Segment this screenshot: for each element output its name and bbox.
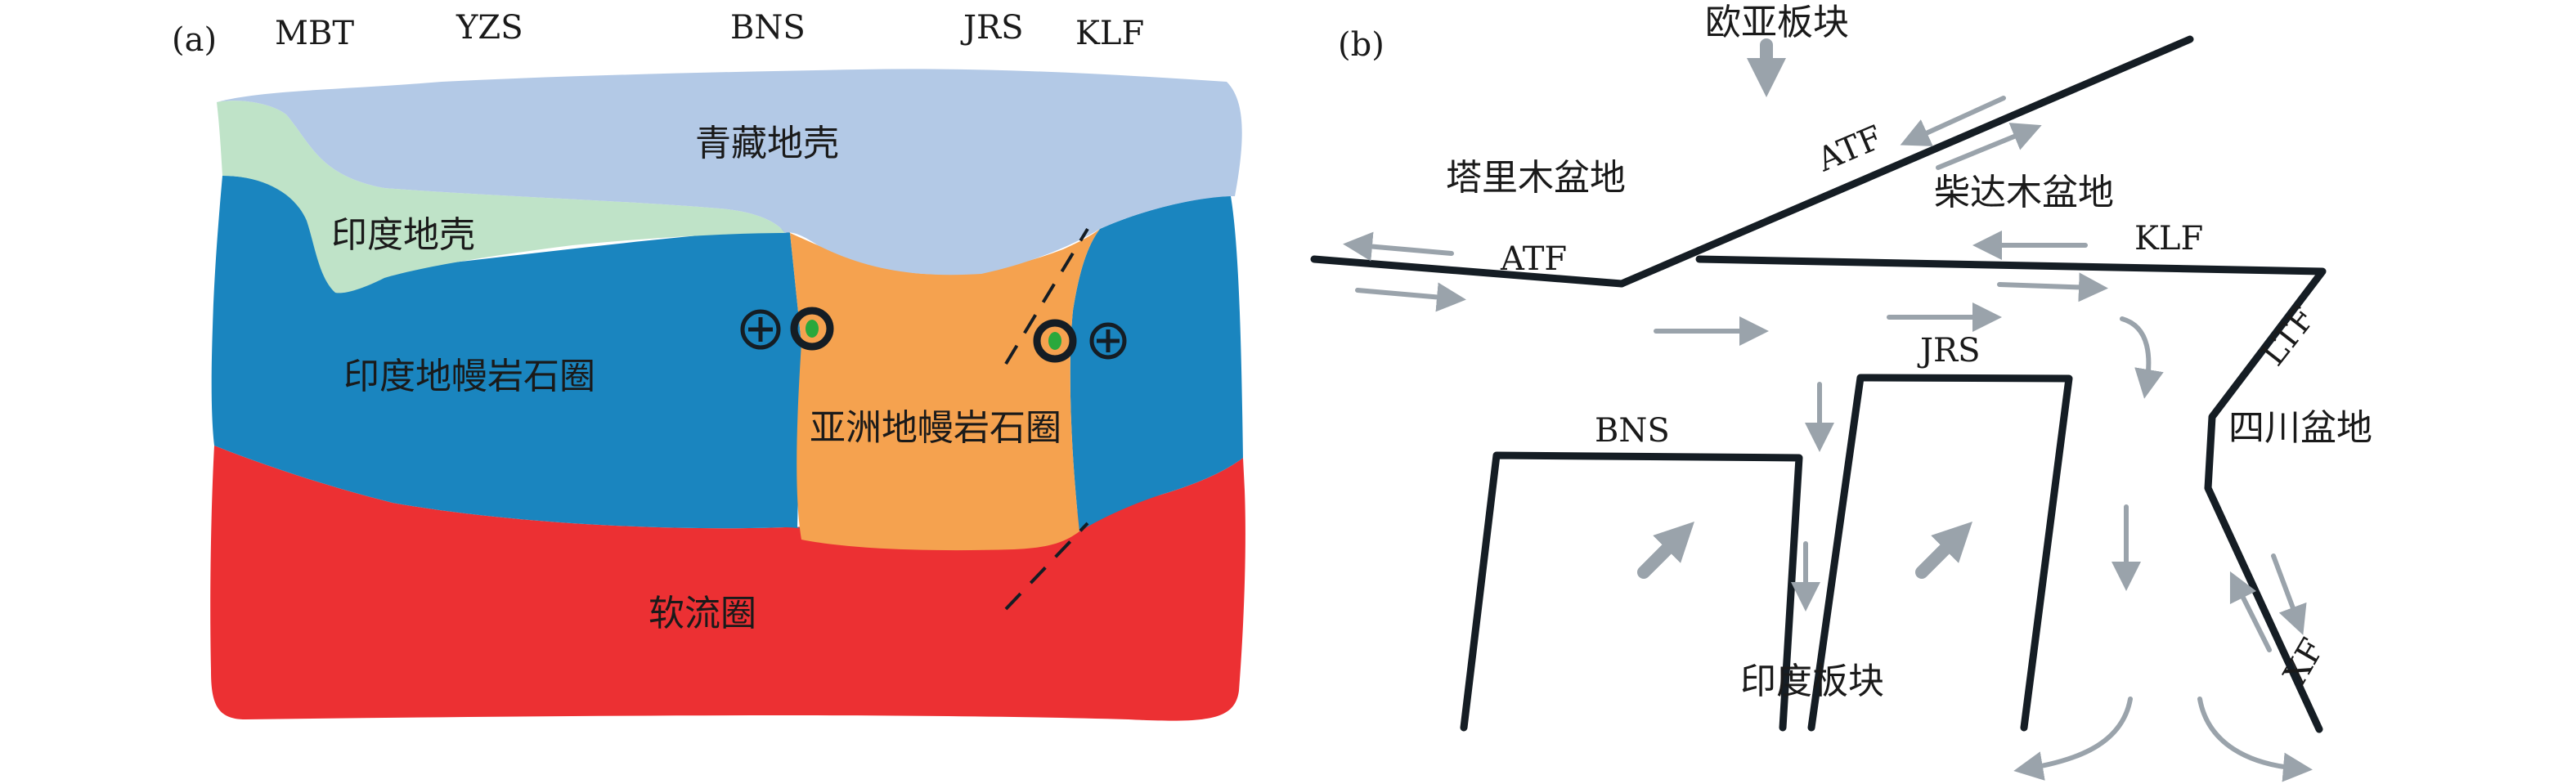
arrow-curve-sw — [2013, 697, 2133, 781]
panel-a-tag: (a) — [172, 21, 217, 59]
label-sichuan-basin: 四川盆地 — [2228, 407, 2372, 449]
arrow-india-ne-1 — [1637, 522, 1694, 579]
panel-b: (b) 欧亚板块 塔里木盆地 柴达木盆地 四川盆地 印度板块 ATF ATF K… — [1310, 2, 2372, 782]
fault-jrs — [1807, 374, 2073, 732]
arrow-atf-west-left — [1343, 231, 1454, 262]
panel-b-tag: (b) — [1338, 26, 1384, 64]
panel-a: (a) MBT YZS BNS JRS KLF 青藏地壳 印度地壳 印度地幔岩石… — [172, 9, 1245, 721]
fault-atf — [1618, 35, 2194, 288]
india-lithosphere-right — [1070, 196, 1243, 531]
asthenosphere-layer — [210, 446, 1245, 721]
plus-symbol-left — [740, 309, 781, 350]
label-mbt: MBT — [275, 15, 354, 52]
label-yzs: YZS — [456, 9, 523, 47]
label-bns-a: BNS — [730, 9, 806, 47]
fault-atf-west — [1310, 255, 1626, 288]
arrow-xf-up — [2229, 571, 2272, 652]
label-bns-b: BNS — [1595, 412, 1670, 450]
arrow-india-ne-2 — [1915, 522, 1972, 579]
label-india-plate: 印度板块 — [1740, 661, 1884, 702]
plus-symbol-right — [1089, 322, 1127, 360]
label-klf: KLF — [2134, 220, 2203, 258]
motion-arrows — [1343, 96, 2313, 782]
arrow-curve-se — [2197, 697, 2313, 782]
arrow-curve-ltf — [2120, 316, 2164, 399]
label-jrs-b: JRS — [1917, 332, 1981, 370]
label-jrs-a: JRS — [960, 9, 1024, 47]
label-atf-west: ATF — [1500, 240, 1567, 278]
station-symbol-left — [790, 307, 834, 351]
label-tarim-basin: 塔里木盆地 — [1446, 157, 1626, 199]
suture-dashed-line — [1004, 227, 1089, 611]
label-asia-lithosphere: 亚洲地幔岩石圈 — [810, 407, 1061, 449]
arrow-klf-right — [1997, 272, 2108, 302]
tibet-crust-layer — [217, 69, 1242, 276]
fault-klf-ltf-xf — [1695, 255, 2327, 733]
india-crust-layer — [217, 101, 785, 293]
label-asthenosphere: 软流圈 — [648, 593, 756, 634]
station-symbol-right — [1033, 319, 1077, 363]
arrow-atf-west-right — [1355, 282, 1466, 312]
label-qaidam-basin: 柴达木盆地 — [1934, 172, 2114, 213]
label-tibet-crust: 青藏地壳 — [695, 123, 839, 164]
label-india-lithosphere: 印度地幔岩石圈 — [343, 356, 595, 397]
label-eurasia-plate: 欧亚板块 — [1705, 2, 1849, 43]
label-india-crust: 印度地壳 — [331, 214, 475, 256]
asia-lithosphere-layer — [781, 225, 1100, 551]
arrow-atf-upper-right — [1936, 123, 2042, 170]
arrow-atf-upper-left — [1900, 96, 2006, 146]
label-klf-a: KLF — [1075, 15, 1144, 52]
arrow-xf-down — [2271, 553, 2307, 635]
india-lithosphere-layer — [211, 176, 804, 530]
label-ltf: LTF — [2255, 300, 2323, 374]
label-xf: XF — [2277, 632, 2332, 691]
